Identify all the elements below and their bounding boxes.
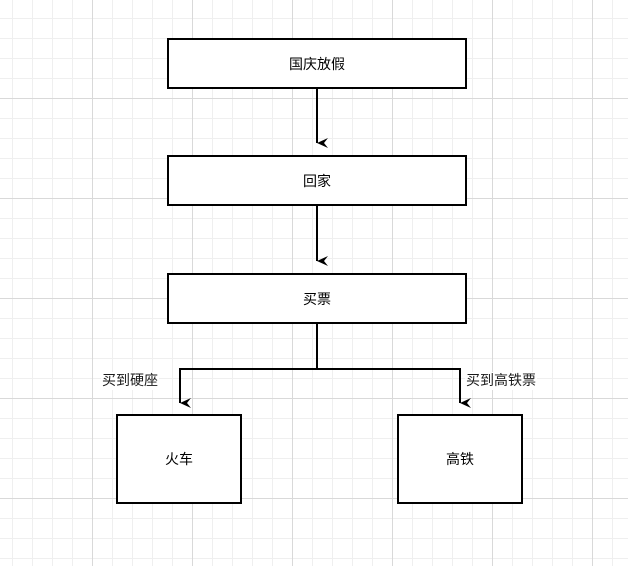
node-buy-ticket-label: 买票 [303, 291, 331, 308]
node-train[interactable]: 火车 [116, 414, 242, 504]
node-national-holiday[interactable]: 国庆放假 [167, 38, 467, 89]
node-buy-ticket[interactable]: 买票 [167, 273, 467, 324]
node-high-speed-rail[interactable]: 高铁 [397, 414, 523, 504]
node-go-home-label: 回家 [303, 173, 331, 190]
edge-label-hard-seat: 买到硬座 [101, 372, 159, 390]
node-high-speed-rail-label: 高铁 [446, 452, 474, 468]
connector-ticket-to-hsr [317, 368, 471, 408]
node-national-holiday-label: 国庆放假 [289, 56, 345, 73]
connector-ticket-to-train [179, 323, 318, 408]
edge-label-hsr-ticket: 买到高铁票 [465, 372, 537, 390]
node-train-label: 火车 [165, 452, 193, 468]
node-go-home[interactable]: 回家 [167, 155, 467, 206]
